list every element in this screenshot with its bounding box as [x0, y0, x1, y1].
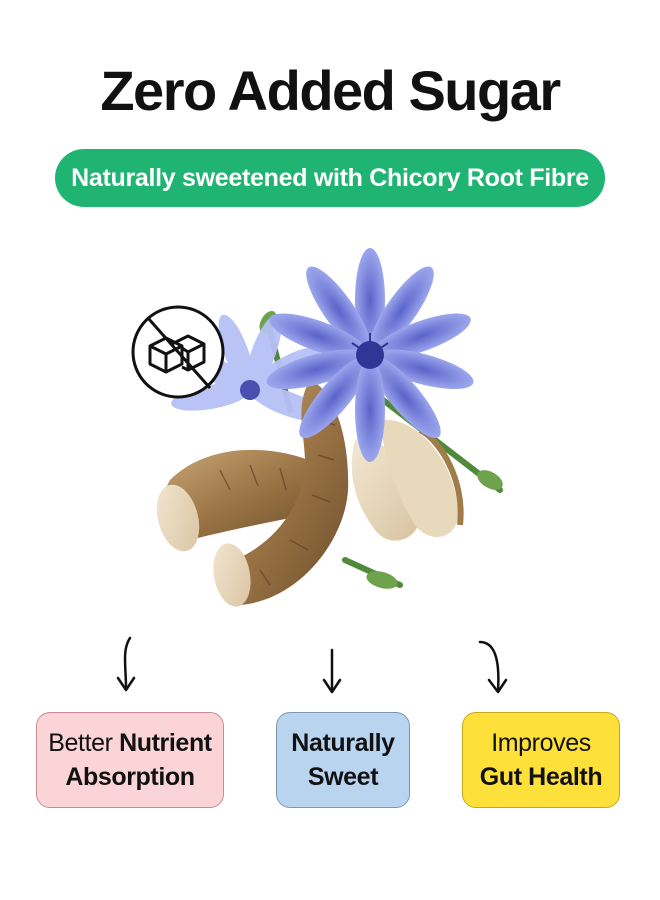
card-text: Better	[48, 729, 113, 757]
arrow-down-icon	[322, 648, 342, 694]
benefit-card-naturally-sweet: Naturally Sweet	[276, 712, 410, 808]
subtitle-banner: Naturally sweetened with Chicory Root Fi…	[55, 149, 605, 207]
no-sugar-cube-icon	[131, 305, 225, 399]
card-text: Improves	[491, 729, 591, 757]
benefit-card-gut-health: Improves Gut Health	[462, 712, 620, 808]
arrow-down-icon	[478, 640, 508, 694]
card-text-bold: Naturally	[291, 729, 395, 757]
card-text-bold: Nutrient	[119, 729, 212, 757]
headline: Zero Added Sugar	[100, 59, 561, 122]
card-text-bold: Gut Health	[479, 763, 603, 791]
chicory-flower-large	[266, 248, 474, 462]
arrow-down-icon	[116, 636, 136, 692]
card-text-bold: Sweet	[307, 763, 379, 791]
benefit-card-nutrient-absorption: Better Nutrient Absorption	[36, 712, 224, 808]
banner-text: Naturally sweetened with Chicory Root Fi…	[71, 163, 589, 192]
card-text-bold: Absorption	[65, 763, 195, 791]
